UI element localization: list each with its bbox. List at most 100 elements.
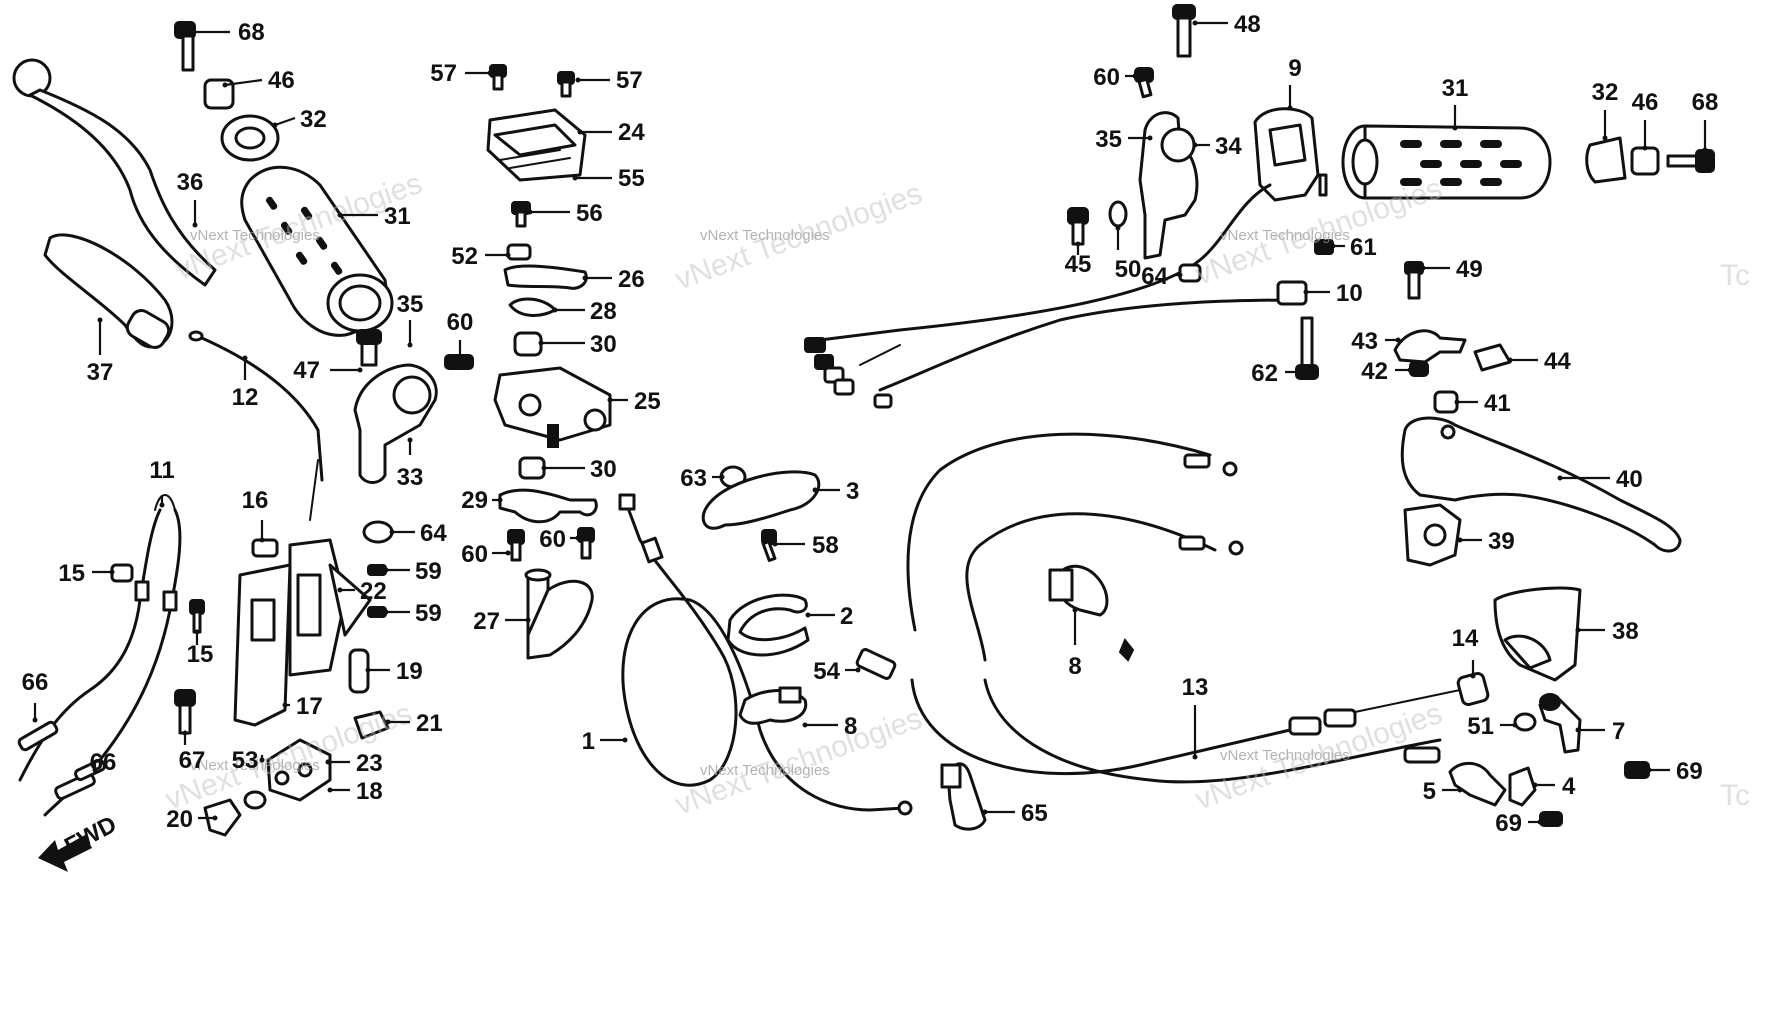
callout-label-c25: 25 [634,388,661,415]
clip-8-b [1048,564,1109,617]
pin-19 [348,648,370,694]
callout-leader-tip [1287,105,1293,111]
callout-label-c17: 17 [296,693,323,720]
callout-leader-tip [541,465,547,471]
callout-label-c31a: 31 [384,203,411,230]
collar-30-b [518,456,546,480]
callout-leader-tip [1192,754,1198,760]
callout-label-c35a: 35 [397,291,424,318]
callout-label-c52: 52 [451,243,478,270]
callout-label-c7: 7 [1612,718,1625,745]
callout-label-c24: 24 [618,119,645,146]
callout-label-c16: 16 [242,487,269,514]
callout-leader-tip [1299,369,1305,375]
callout-label-c2: 2 [840,603,853,630]
callout-label-c42: 42 [1361,358,1388,385]
callout-label-c12: 12 [232,384,259,411]
callout-label-c65: 65 [1021,800,1048,827]
clutch-cable-12 [188,330,324,521]
callout-leader-tip [572,175,578,181]
callout-leader-tip [607,397,613,403]
callout-leader-tip [407,342,413,348]
callout-leader-tip [407,437,413,443]
watermark-edge: Tc [1720,779,1750,812]
callout-label-c1: 1 [582,728,595,755]
callout-leader-tip [92,767,98,773]
nut-64-a [362,520,394,544]
callout-leader-tip [1177,272,1183,278]
callout-label-c53: 53 [232,747,259,774]
connector-54 [855,648,897,680]
callout-label-c60d: 60 [1093,64,1120,91]
callout-label-c54: 54 [813,658,840,685]
callout-label-c28: 28 [590,298,617,325]
callout-label-c63: 63 [680,465,707,492]
screw-68-left [174,21,196,72]
grip-31-right [1341,124,1552,200]
callout-leader-tip [622,737,628,743]
callout-label-c3: 3 [846,478,859,505]
callout-label-c31b: 31 [1442,75,1469,102]
callout-leader-tip [812,487,818,493]
callout-leader-tip [159,502,165,508]
grip-31-left [240,165,394,337]
collar-41 [1433,390,1459,414]
clip-52-26 [503,243,588,290]
callout-leader-tip [1192,20,1198,26]
screw-67 [174,689,196,735]
screw-59-b [367,606,387,618]
callout-label-c57a: 57 [430,60,457,87]
collar-46-right [1630,146,1660,176]
callout-label-c38: 38 [1612,618,1639,645]
callout-label-c32b: 32 [1592,79,1619,106]
callout-leader-tip [337,212,343,218]
switch-housing-9 [1253,107,1328,202]
callout-label-c69b: 69 [1495,810,1522,837]
brake-cables-13 [906,432,1461,784]
master-cylinder-39 [1403,503,1462,567]
callout-leader-tip [487,70,493,76]
callout-label-c41: 41 [1484,390,1511,417]
connector-66-a [17,720,59,752]
callout-leader-tip [575,535,581,541]
callout-label-c29: 29 [461,487,488,514]
callout-leader-tip [505,550,511,556]
callout-label-c10: 10 [1336,280,1363,307]
callout-label-c60a: 60 [447,309,474,336]
screw-57-b [557,71,575,98]
watermark-text: vNext Technologies [190,227,320,244]
screw-57-a [489,64,507,91]
callout-label-c43: 43 [1351,328,1378,355]
callout-leader-tip [1642,145,1648,151]
callout-leader-tip [389,529,395,535]
callout-leader-tip [194,629,200,635]
screw-60-c [577,527,595,560]
screw-60-b [507,529,525,562]
callout-leader-tip [182,730,188,736]
callout-leader-tip [1575,627,1581,633]
callout-leader [224,78,263,87]
callout-leader-tip [1646,767,1652,773]
callout-label-c15b: 15 [187,641,214,668]
callout-label-c50: 50 [1115,256,1142,283]
callout-leader-tip [982,809,988,815]
callout-label-c64a: 64 [420,520,447,547]
callout-leader-tip [357,367,363,373]
callout-label-c19: 19 [396,658,423,685]
cover-38 [1493,586,1582,682]
callout-label-c68b: 68 [1692,89,1719,116]
callout-leader-tip [527,209,533,215]
callout-leader-tip [1532,782,1538,788]
connector-66-b [54,758,106,801]
clamp-2 [726,593,810,657]
callout-label-c21: 21 [416,710,443,737]
part-20 [203,790,267,837]
clamp-3 [701,470,821,530]
callout-leader-tip [577,129,583,135]
bar-end-weight-32-left [220,114,280,162]
callout-leader-tip [1470,673,1476,679]
part-44 [1473,343,1512,372]
callout-leader-tip [1454,399,1460,405]
callout-leader-tip [1420,265,1426,271]
washer-50 [1108,200,1128,228]
